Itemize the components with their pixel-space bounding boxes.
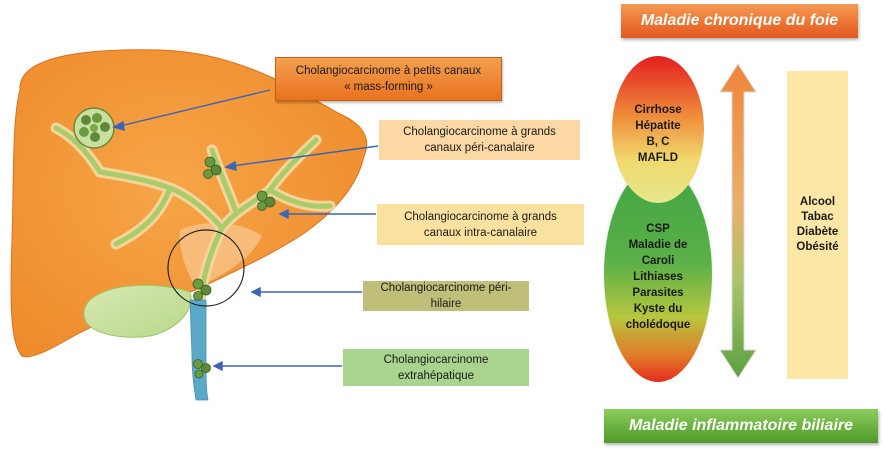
liver-item-3: B, C (646, 135, 670, 148)
label-large-peri-line2: canaux péri-canalaire (424, 142, 535, 154)
double-arrow-icon (719, 63, 757, 379)
tumor-extrahepatic (193, 359, 211, 379)
label-extrahepatic: Cholangiocarcinome extrahépatique (343, 349, 529, 386)
bile-ducts (50, 122, 336, 306)
label-large-intra-line1: Cholangiocarcinome à grands (404, 210, 557, 223)
label-extrahepatic-line1: Cholangiocarcinome (383, 353, 489, 366)
label-perihilar: Cholangiocarcinome péri-hilaire (363, 281, 529, 311)
label-large-peri-ductal: Cholangiocarcinome à grands canaux péri-c… (379, 120, 580, 160)
risk-item-2: Tabac (801, 211, 834, 223)
label-large-intra-ductal: Cholangiocarcinome à grands canaux intra-… (377, 204, 584, 245)
biliary-item-3: Caroli (641, 255, 675, 267)
tumor-perihilar (192, 278, 212, 301)
tumor-peri-ductal (203, 156, 222, 179)
header-chronic-liver-disease: Maladie chronique du foie (621, 4, 858, 38)
oval-liver-disease: Cirrhose Hépatite B, C MAFLD (612, 56, 704, 203)
label-large-peri-line1: Cholangiocarcinome à grands (403, 126, 556, 138)
risk-factors-box: Alcool Tabac Diabète Obésité (787, 71, 848, 379)
pointer-arrows (112, 89, 379, 372)
biliary-item-6: Kyste du (633, 303, 683, 315)
liver-illustration (10, 49, 379, 401)
liver-item-2: Hépatite (635, 119, 681, 132)
gallbladder (83, 284, 192, 338)
biliary-item-1: CSP (646, 223, 670, 235)
tumor-intra-ductal (256, 190, 276, 211)
label-large-intra-line2: canaux intra-canalaire (423, 226, 538, 239)
risk-item-4: Obésité (796, 241, 839, 253)
header-inflammatory-biliary-disease: Maladie inflammatoire biliaire (604, 409, 878, 443)
biliary-item-5: Parasites (632, 287, 684, 299)
label-small-ducts: Cholangiocarcinome à petits canaux « mass… (275, 57, 502, 101)
label-extrahepatic-line2: extrahépatique (397, 369, 475, 382)
risk-item-3: Diabète (796, 226, 839, 238)
label-perihilar-line1: Cholangiocarcinome péri- (380, 282, 512, 294)
common-bile-duct (189, 299, 209, 401)
liver-item-1: Cirrhose (634, 103, 682, 116)
biliary-item-4: Lithiases (633, 271, 683, 283)
label-perihilar-line2: hilaire (430, 298, 462, 310)
hilum-circle (167, 229, 245, 307)
label-small-ducts-line2: « mass-forming » (344, 81, 433, 93)
label-small-ducts-line1: Cholangiocarcinome à petits canaux (295, 65, 482, 77)
liver-item-4: MAFLD (637, 151, 679, 164)
tumor-mass-forming (73, 107, 115, 149)
biliary-item-2: Maladie de (628, 239, 688, 251)
risk-item-1: Alcool (799, 196, 836, 208)
biliary-item-7: cholédoque (625, 319, 691, 331)
